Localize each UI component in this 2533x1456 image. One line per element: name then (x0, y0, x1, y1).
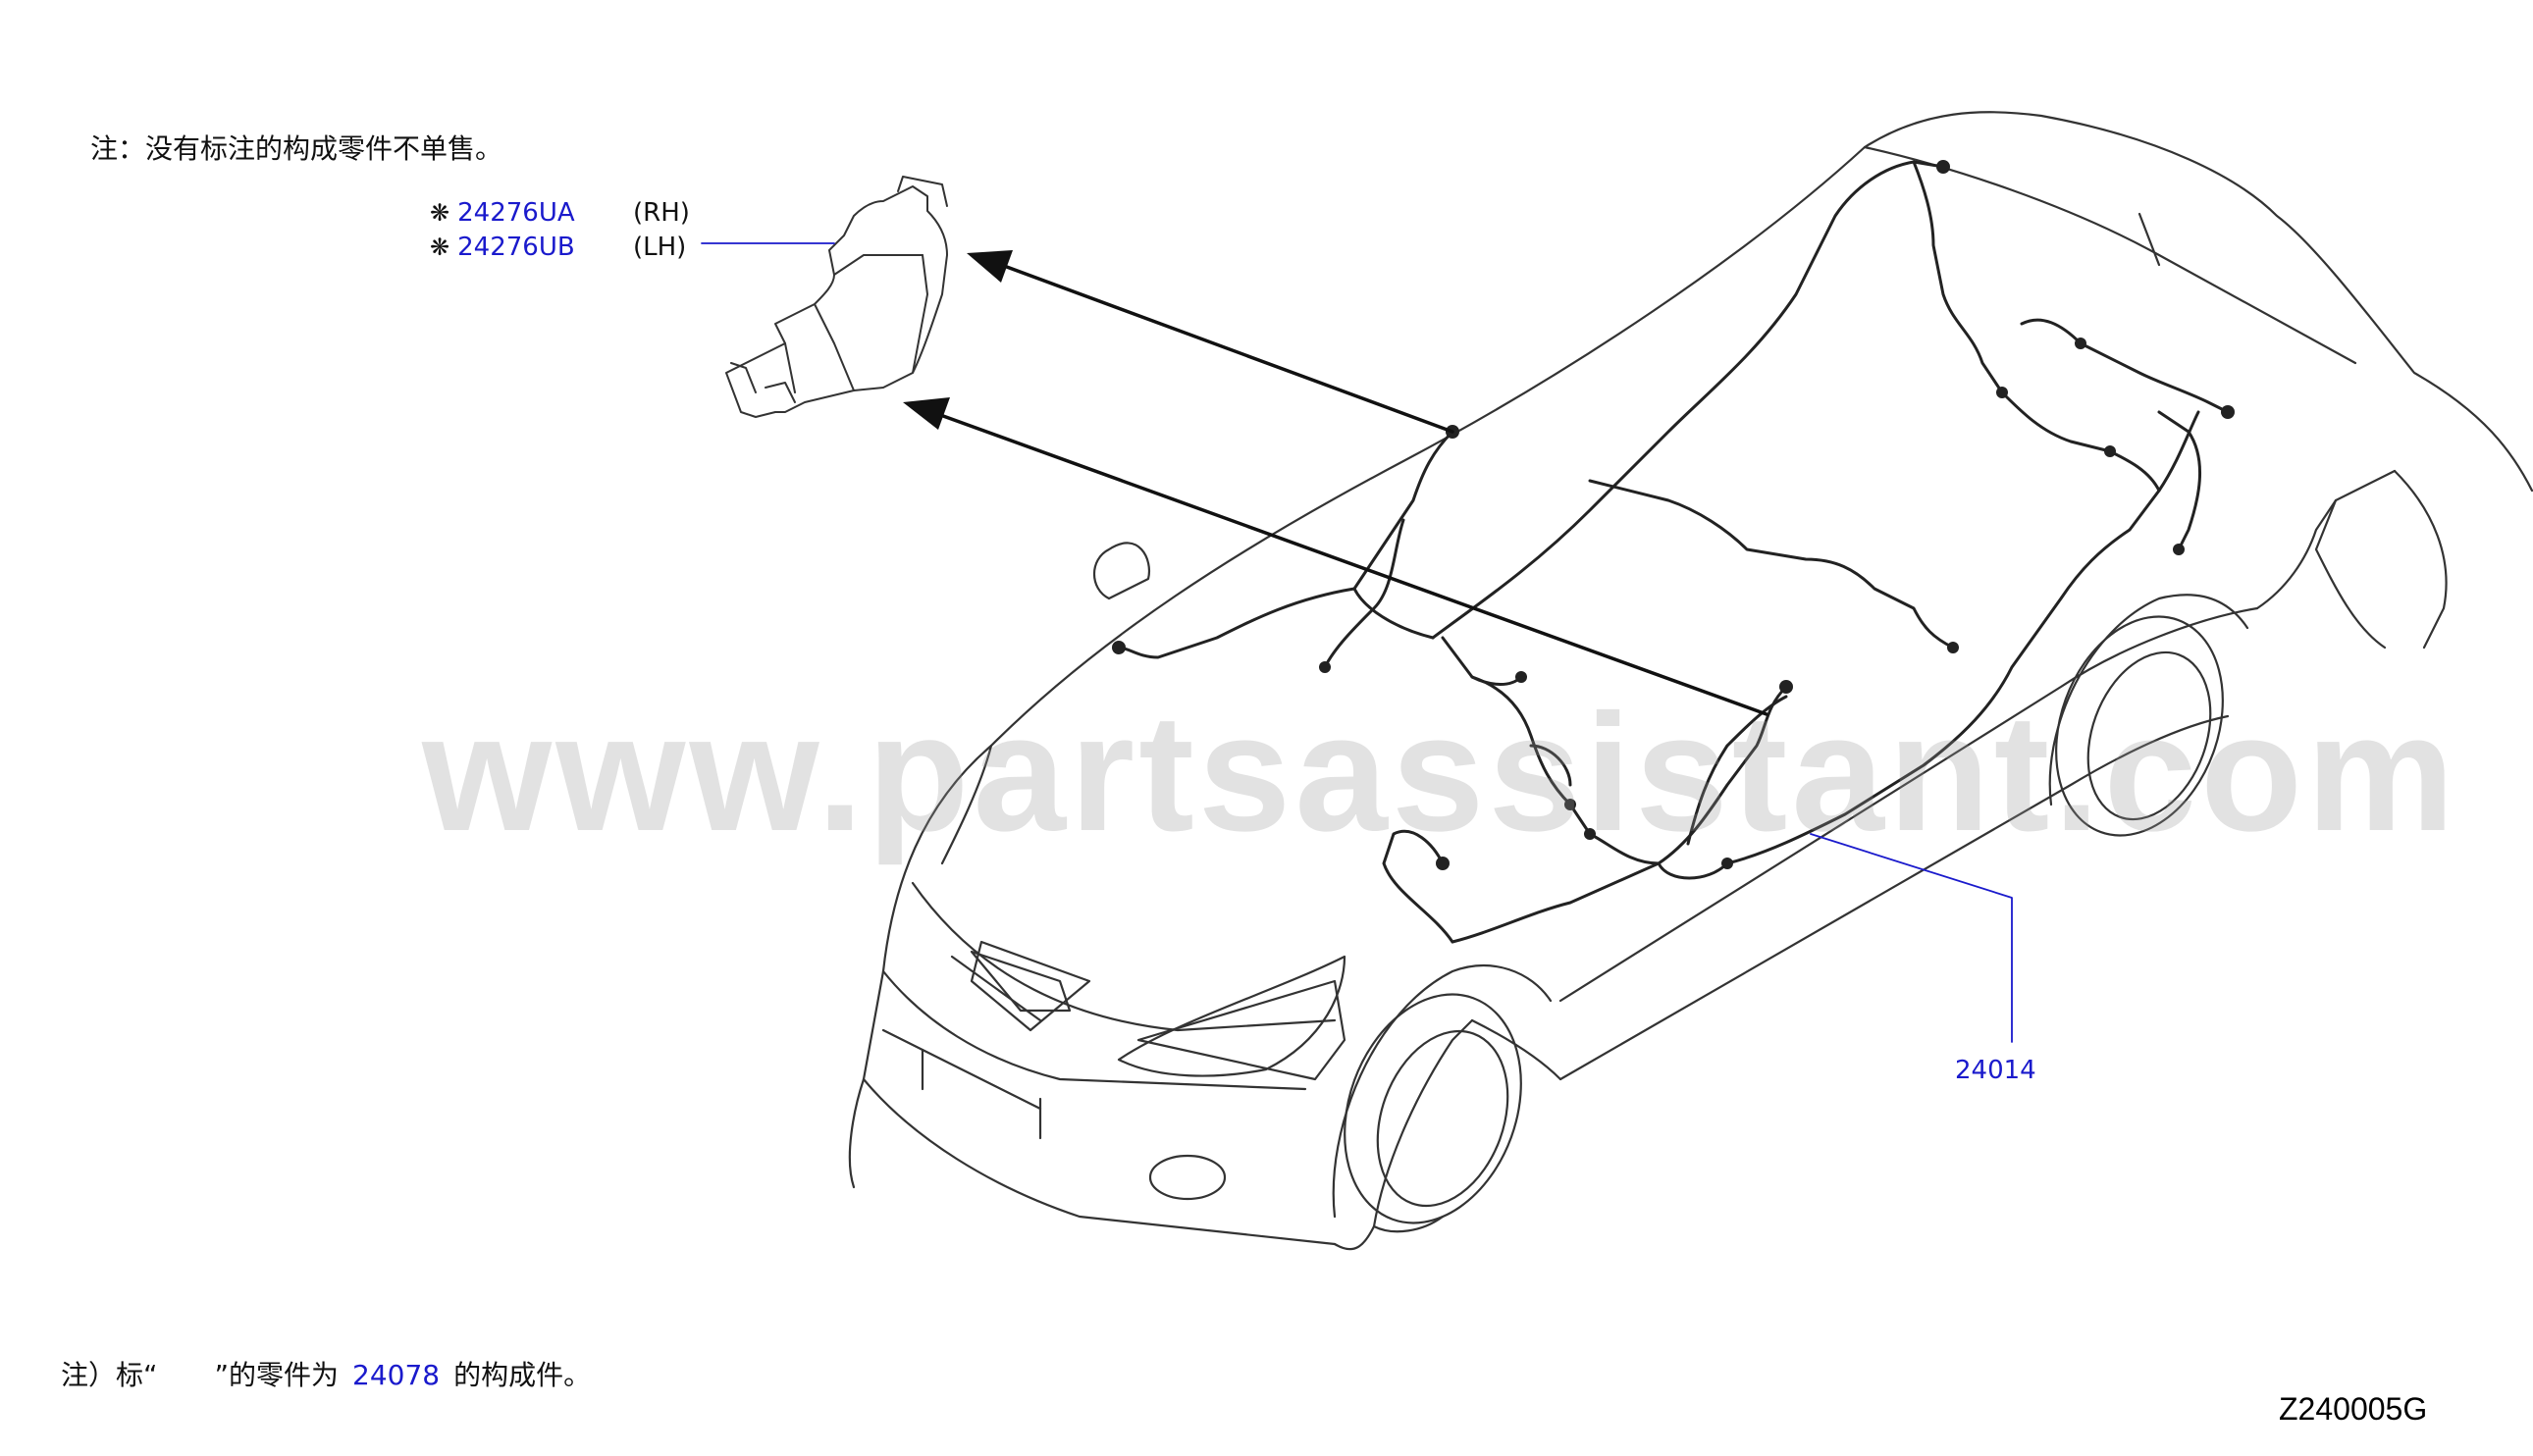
watermark: www.partsassistant.com (422, 680, 2459, 866)
asterisk-flower-icon: ❋ (430, 234, 450, 261)
part-number-24078[interactable]: 24078 (352, 1359, 441, 1391)
part-number-24276UB[interactable]: 24276UB (457, 233, 575, 262)
figure-id: Z240005G (2279, 1391, 2428, 1427)
note-bottom: 注）标“ ”的零件为 24078 的构成件。 (61, 1354, 591, 1393)
pointer-arrows (930, 261, 1768, 716)
wiring-harness-24014 (1117, 160, 2230, 944)
arrow-heads (903, 250, 1013, 430)
harness-connectors (1112, 160, 2235, 870)
part-line-lh: ❋ 24276UB (430, 233, 575, 262)
asterisk-flower-icon: ❋ (430, 199, 450, 227)
car-body-outline (848, 111, 2533, 1251)
callout-lines (701, 242, 2013, 1043)
note-bottom-prefix: 注）标“ (61, 1359, 158, 1391)
part-line-rh: ❋24276UA (430, 198, 575, 228)
note-bottom-suffix: 的构成件。 (453, 1359, 592, 1391)
part-number-24014[interactable]: 24014 (1955, 1056, 2036, 1085)
note-bottom-middle: ”的零件为 (214, 1359, 340, 1391)
side-label-rh: (RH) (633, 198, 690, 228)
side-label-lh: (LH) (633, 233, 687, 262)
part-number-24276UA[interactable]: 24276UA (457, 198, 575, 228)
note-top: 注：没有标注的构成零件不单售。 (90, 132, 503, 165)
bracket-part-drawing (725, 176, 948, 418)
